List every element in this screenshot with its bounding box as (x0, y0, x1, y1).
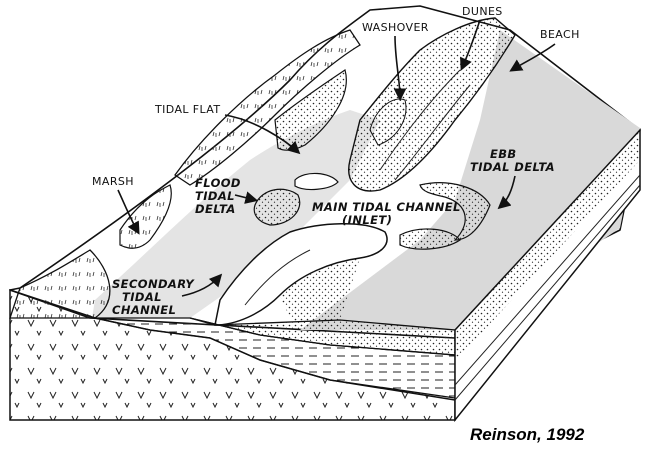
label-secondary-3: CHANNEL (112, 303, 176, 317)
arrow-tidal-flat (224, 114, 301, 155)
lower-island-beach (280, 258, 360, 330)
lagoon-surface (92, 110, 380, 318)
label-washover: WASHOVER (362, 21, 429, 34)
label-secondary-2: TIDAL (122, 290, 162, 304)
beach-ridge (244, 249, 311, 306)
mainland-strip (174, 29, 361, 186)
arrow-dunes (460, 19, 481, 71)
lower-barrier-island (214, 223, 388, 326)
side-face-sand (455, 130, 640, 362)
label-dunes: DUNES (462, 5, 503, 18)
arrow-marsh (117, 189, 140, 235)
label-main-channel-2: (INLET) (342, 213, 392, 227)
credit-text: Reinson, 1992 (470, 425, 585, 444)
label-marsh: MARSH (92, 175, 134, 188)
label-ebb-2: TIDAL DELTA (470, 160, 555, 174)
side-face-layers (454, 174, 641, 401)
arrow-washover (393, 35, 407, 102)
label-tidal-flat: TIDAL FLAT (154, 103, 221, 116)
flood-tidal-delta (253, 188, 301, 226)
arrow-ebb (497, 175, 516, 210)
label-secondary-1: SECONDARY (112, 277, 195, 291)
label-flood-3: DELTA (195, 202, 236, 216)
arrow-beach (509, 43, 556, 72)
dune-ridges (379, 69, 471, 181)
arrow-flood (234, 191, 259, 204)
label-flood-2: TIDAL (195, 189, 235, 203)
flood-tidal-delta-lobe (294, 172, 339, 191)
ebb-tidal-delta-lobe (399, 228, 461, 250)
label-ebb-1: EBB (490, 147, 517, 161)
upper-barrier-island (348, 17, 516, 192)
label-flood-1: FLOOD (195, 176, 241, 190)
arrow-secondary (181, 273, 223, 297)
label-beach: BEACH (540, 28, 580, 41)
front-face-barrier-sand (189, 317, 456, 356)
label-main-channel-1: MAIN TIDAL CHANNEL (312, 200, 461, 214)
